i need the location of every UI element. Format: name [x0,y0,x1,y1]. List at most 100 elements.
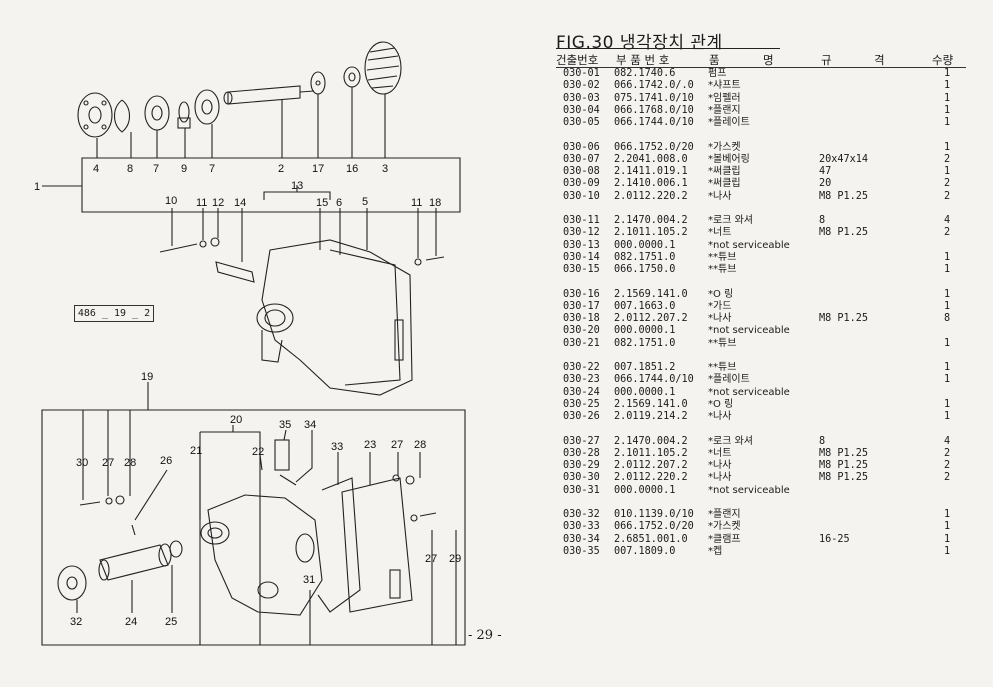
guard-part-17 [310,71,326,95]
part-code: 030-29 [563,460,600,471]
header-rule [556,67,966,68]
label-27b: 27 [391,439,403,451]
header-name-a: 품 [709,53,720,67]
label-18: 18 [429,197,441,209]
header-qty: 수량 [932,53,954,67]
circlip-part-8 [113,99,131,133]
part-number: 000.0000.1 [614,239,676,251]
part-qty: 1 [944,411,951,422]
part-number: 2.0112.207.2 [614,460,688,471]
title-underline [556,48,780,49]
label-25: 25 [165,616,177,628]
part-qty: 2 [944,447,951,459]
washer-part-11b [414,258,422,266]
label-5: 5 [362,196,368,208]
label-11a: 11 [196,197,207,209]
part-code: 030-14 [563,251,600,263]
page-number: - 29 - [468,628,502,643]
impeller-part-3 [364,41,402,95]
header-code: 건출번호 [556,53,599,67]
part-name: *플레이트 [708,374,750,386]
washer-part-27b [392,474,400,482]
part-number: 082.1740.6 [614,68,676,79]
label-14: 14 [234,197,246,209]
part-number: 2.1569.141.0 [614,288,688,300]
part-qty: 2 [944,153,951,165]
part-code: 030-01 [563,68,600,79]
part-name: *not serviceable [708,325,790,337]
label-27a: 27 [102,457,114,469]
part-name: *가스켓 [708,141,741,153]
part-number: 010.1139.0/10 [614,509,694,520]
part-name: *나사 [708,460,732,471]
label-34: 34 [304,419,316,431]
plate-part-23 [341,477,413,613]
part-code: 030-31 [563,484,600,496]
part-code: 030-25 [563,398,600,410]
part-qty: 1 [944,362,951,373]
part-name: *볼베어링 [708,153,750,165]
label-27c: 27 [425,553,437,565]
part-number: 2.2041.008.0 [614,153,688,165]
part-code: 030-23 [563,374,600,386]
part-code: 030-33 [563,521,600,533]
figure-reference-box: 486 _ 19 _ 2 [74,305,154,322]
part-name: **튜브 [708,251,737,263]
part-number: 075.1741.0/10 [614,92,694,104]
part-spec: M8 P1.25 [819,472,869,484]
part-name: *켑 [708,545,723,557]
part-spec: 47 [819,166,832,177]
washer-part-27a [105,497,113,505]
label-17: 17 [312,163,324,175]
ring-part-16 [343,66,361,88]
part-name: *클램프 [708,533,741,545]
label-29: 29 [449,553,461,565]
label-26: 26 [160,455,172,467]
part-name: *로크 와셔 [708,435,753,447]
part-code: 030-11 [563,215,600,226]
part-number: 2.6851.001.0 [614,533,688,545]
label-11b: 11 [411,197,422,209]
part-name: *로크 와셔 [708,215,753,226]
part-qty: 1 [944,398,951,410]
part-qty: 8 [944,313,951,324]
part-code: 030-03 [563,92,600,104]
part-code: 030-35 [563,545,600,557]
part-code: 030-10 [563,190,600,202]
part-name: *너트 [708,227,732,239]
part-qty: 1 [944,288,951,300]
flange-part-4 [77,92,113,138]
exploded-diagram: 4 8 7 9 7 2 17 16 3 1 13 10 11 12 14 15 … [34,41,466,646]
label-10: 10 [165,195,177,207]
part-spec: M8 P1.25 [819,447,869,459]
header-part-no: 부 품 번 호 [616,53,670,67]
part-name: **튜브 [708,362,737,373]
part-name: *플랜지 [708,509,741,520]
part-spec: 20x47x14 [819,153,869,165]
part-number: 007.1809.0 [614,545,676,557]
part-name: **튜브 [708,264,737,275]
label-8: 8 [127,163,133,175]
part-qty: 2 [944,472,951,484]
label-9: 9 [181,163,187,175]
part-name: *나사 [708,411,732,422]
label-23: 23 [364,439,376,451]
label-32: 32 [70,616,82,628]
part-qty: 2 [944,227,951,239]
part-code: 030-05 [563,117,600,128]
part-number: 2.1410.006.1 [614,178,688,190]
table-spacer [556,276,966,288]
label-16: 16 [346,163,358,175]
part-qty: 2 [944,178,951,190]
